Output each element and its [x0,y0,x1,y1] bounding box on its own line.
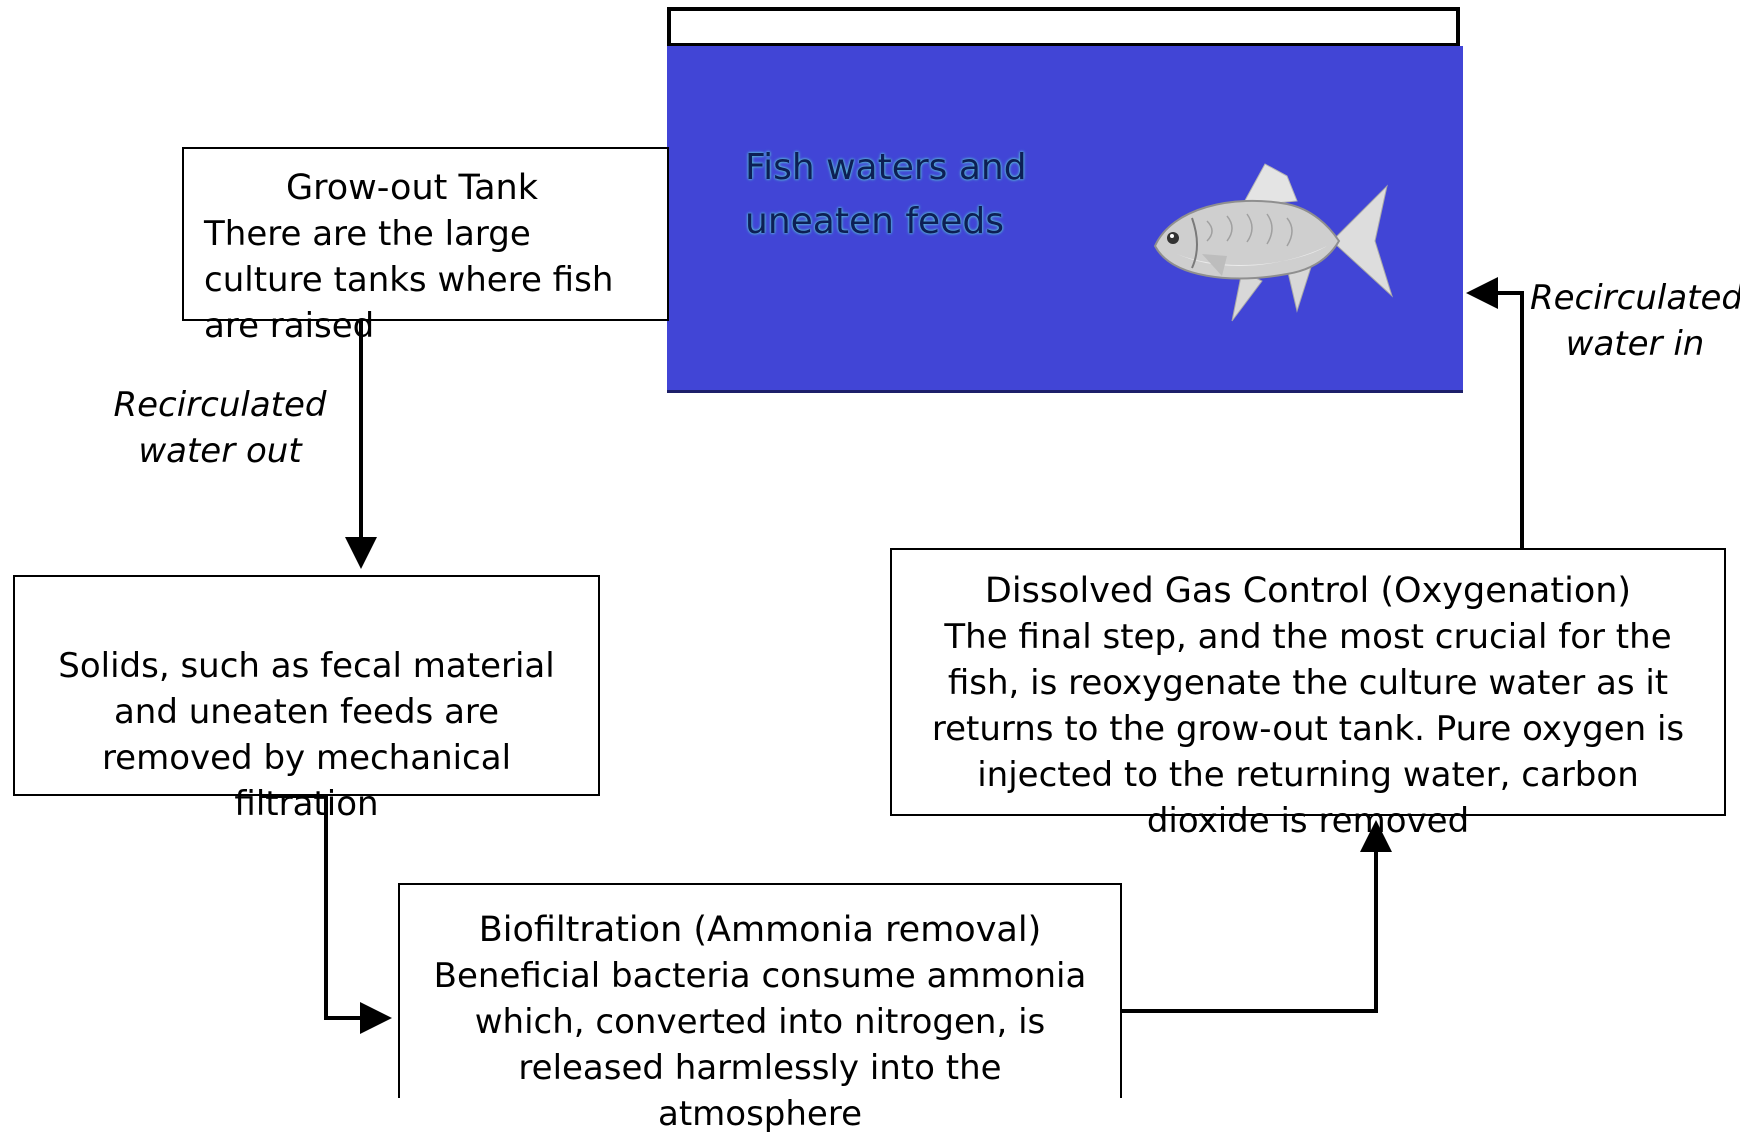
grow-out-tank-title: Grow-out Tank [286,168,538,208]
mechanical-filtration-box: Solids, such as fecal material and uneat… [13,575,600,824]
tank-label: Fish waters and uneaten feeds [745,147,1027,242]
biofiltration-box: Biofiltration (Ammonia removal) Benefici… [398,883,1122,1134]
dissolved-gas-control-title: Dissolved Gas Control (Oxygenation) [984,571,1632,611]
water-out-label: Recirculated water out [113,385,327,471]
arrow-water-in [1466,277,1524,548]
fish-icon [1153,163,1394,322]
biofiltration-description: Beneficial bacteria consume ammonia whic… [433,956,1087,1134]
mechanical-filtration-description: Solids, such as fecal material and uneat… [58,646,555,824]
flow-connectors [262,277,1524,1034]
dissolved-gas-control-box: Dissolved Gas Control (Oxygenation) The … [890,548,1726,841]
water-in-label: Recirculated water in [1530,278,1740,364]
arrow-biofiltration-to-gas-control [1122,820,1392,1013]
dissolved-gas-control-description: The final step, and the most crucial for… [931,617,1685,841]
grow-out-tank-box: Grow-out Tank There are the large cultur… [182,147,669,346]
tank-rim [667,7,1460,47]
fish-tank: Fish waters and uneaten feeds [667,46,1463,393]
biofiltration-title: Biofiltration (Ammonia removal) [478,910,1042,950]
arrow-mechanical-to-biofiltration [262,794,392,1034]
grow-out-tank-description: There are the large culture tanks where … [204,214,614,346]
